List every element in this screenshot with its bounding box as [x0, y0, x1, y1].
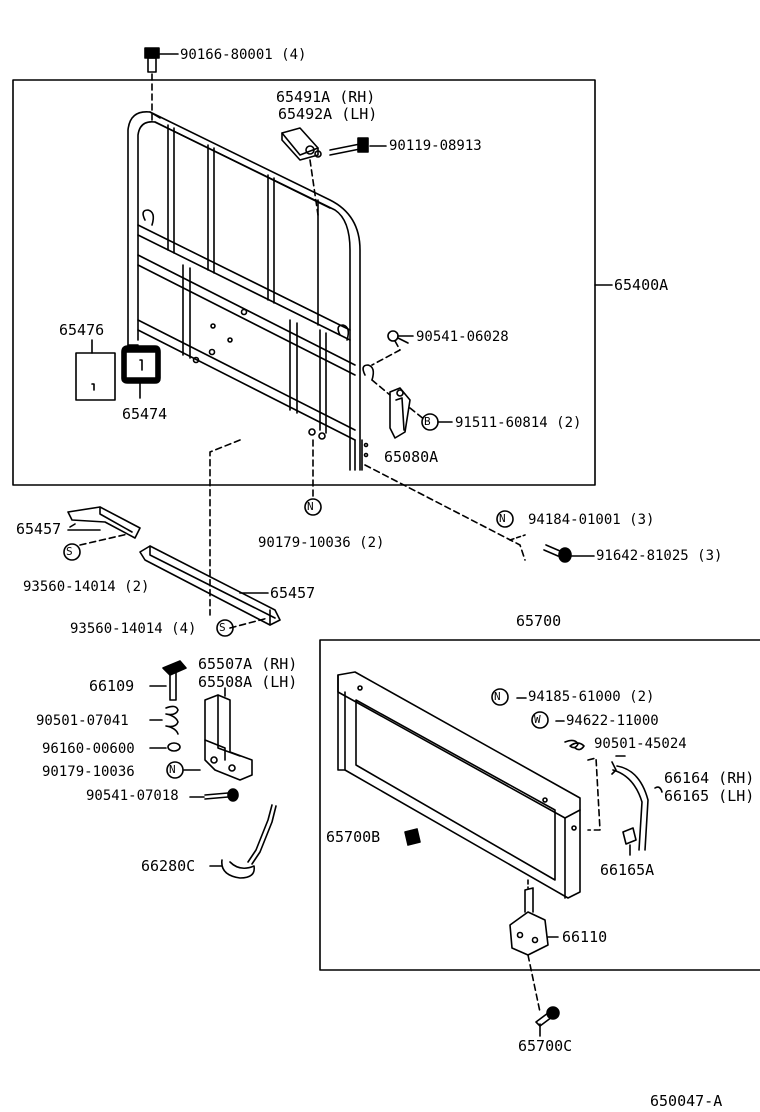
leader-94184	[364, 464, 526, 561]
label-90541-07018: 90541-07018	[86, 788, 179, 804]
label-65474: 65474	[122, 405, 168, 423]
leader-90179-upper	[304, 439, 322, 516]
label-91642: 91642-81025 (3)	[596, 548, 723, 564]
label-65400a: 65400A	[614, 276, 669, 294]
label-90179-lower: 90179-10036	[42, 764, 135, 780]
guide-line-center	[209, 439, 241, 616]
label-90501-07041: 90501-07041	[36, 713, 129, 729]
rail-65457-lower	[139, 545, 281, 637]
washer-96160	[149, 742, 181, 752]
label-90501-45024: 90501-45024	[594, 736, 687, 752]
label-65457-upper: 65457	[16, 520, 62, 538]
label-66165: 66165 (LH)	[664, 787, 755, 805]
label-65457-lower: 65457	[270, 584, 316, 602]
spring-90501-07041	[149, 705, 179, 735]
label-90166: 90166-80001 (4)	[180, 47, 307, 63]
cap-66165a	[622, 827, 637, 856]
plate-65476	[75, 339, 116, 401]
label-94185: 94185-61000 (2)	[528, 689, 655, 705]
label-94622: 94622-11000	[566, 713, 659, 729]
symbol-b: B	[424, 415, 431, 428]
bolt-91642	[543, 544, 595, 563]
label-65508a: 65508A (LH)	[198, 673, 298, 691]
tailgate-assembly-box	[319, 639, 760, 971]
label-65507a: 65507A (RH)	[198, 655, 298, 673]
symbol-n-lower: N	[169, 763, 176, 776]
label-65700c: 65700C	[518, 1037, 573, 1055]
label-66110: 66110	[562, 928, 608, 946]
label-65700: 65700	[516, 612, 562, 630]
label-66280c: 66280C	[141, 857, 196, 875]
block-65700b	[404, 828, 421, 846]
leader-lines	[67, 284, 626, 757]
label-96160: 96160-00600	[42, 741, 135, 757]
bolt-90119	[329, 137, 387, 156]
label-91511: 91511-60814 (2)	[455, 415, 582, 431]
symbol-s-upper: S	[66, 545, 73, 558]
bracket-65491a	[281, 127, 322, 216]
bracket-65507a	[204, 687, 253, 781]
label-65491a: 65491A (RH)	[276, 88, 376, 106]
symbol-n-94184: N	[499, 512, 506, 525]
upper-assembly-box	[12, 79, 596, 486]
pin-66109	[149, 660, 187, 701]
label-93560-lower: 93560-14014 (4)	[70, 621, 197, 637]
hinge-66110	[509, 879, 559, 1013]
symbol-w: W	[534, 713, 541, 726]
label-65476: 65476	[59, 321, 105, 339]
symbol-n-94185: N	[494, 690, 501, 703]
chain-66280c	[209, 804, 277, 879]
diagram-id: 650047-A	[650, 1092, 723, 1110]
label-93560-upper: 93560-14014 (2)	[23, 579, 150, 595]
label-90119: 90119-08913	[389, 138, 482, 154]
label-65492a: 65492A (LH)	[278, 105, 378, 123]
label-66164: 66164 (RH)	[664, 769, 755, 787]
label-65080a: 65080A	[384, 448, 439, 466]
plate-65474	[121, 345, 161, 399]
tailgate-65700	[337, 671, 581, 899]
headboard-rack-65400a	[127, 111, 375, 471]
rail-65457-upper	[63, 506, 141, 561]
label-66109: 66109	[89, 677, 135, 695]
symbol-n-upper: N	[307, 500, 314, 513]
bolt-90541-07018	[189, 788, 239, 802]
hook-65080a	[371, 379, 426, 439]
bolt-65700c	[535, 1006, 560, 1037]
label-90179-upper: 90179-10036 (2)	[258, 535, 385, 551]
rod-66164	[611, 761, 663, 851]
tailgate-fasteners	[491, 688, 601, 831]
label-94184: 94184-01001 (3)	[528, 512, 655, 528]
symbol-s-lower: S	[219, 621, 226, 634]
label-90541-06028: 90541-06028	[416, 329, 509, 345]
label-66165a: 66165A	[600, 861, 655, 879]
bolt-90166	[144, 47, 179, 121]
nut-90179-lower	[166, 761, 201, 779]
label-65700b: 65700B	[326, 828, 381, 846]
